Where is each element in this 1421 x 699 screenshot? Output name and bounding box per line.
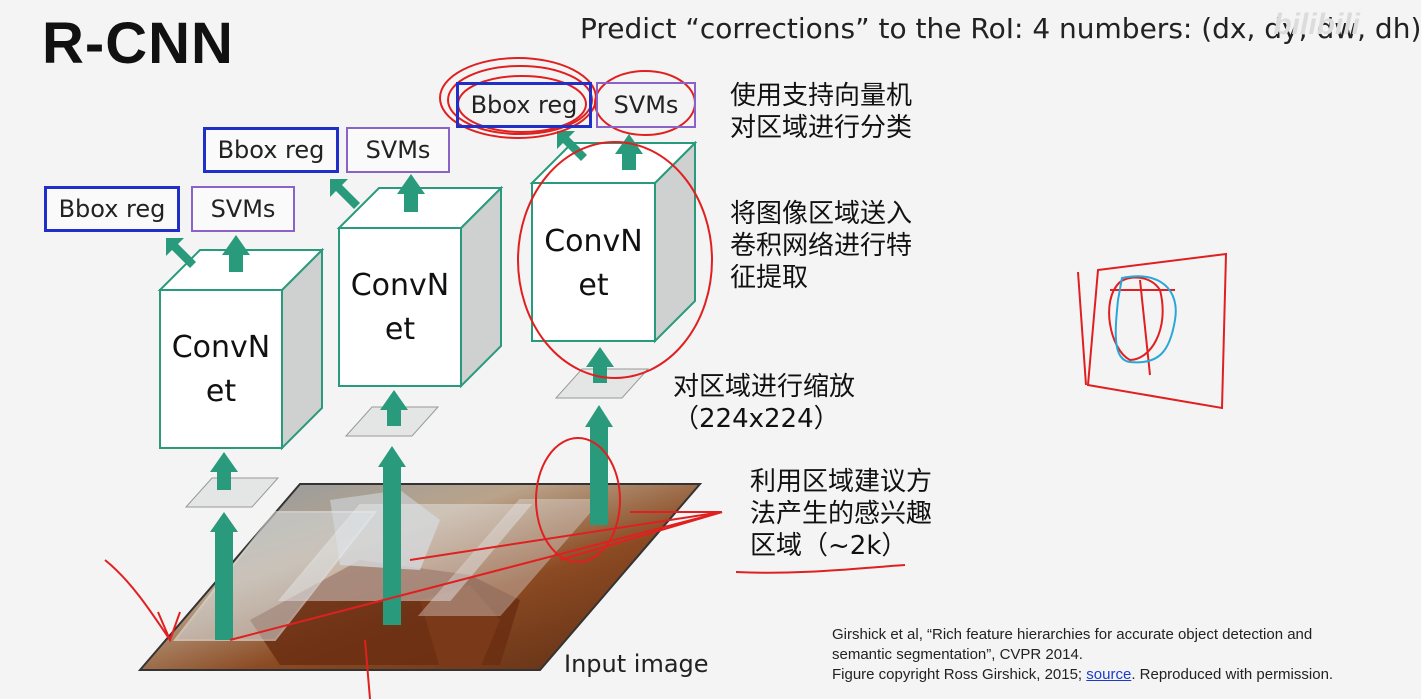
- bilibili-watermark: bilibili: [1273, 8, 1360, 41]
- svm-annotation: 使用支持向量机 对区域进行分类: [730, 80, 912, 144]
- bbox-reg-box-3: Bbox reg: [456, 82, 592, 128]
- warped-region-1: [184, 477, 280, 508]
- reference-line3-prefix: Figure copyright Ross Girshick, 2015;: [832, 666, 1087, 683]
- convnet-cube-2-front: [338, 227, 462, 387]
- convnet-label-1-line2: et: [205, 374, 237, 409]
- bbox-reg-box-1: Bbox reg: [44, 186, 180, 232]
- reference-line2: semantic segmentation”, CVPR 2014.: [832, 646, 1083, 663]
- proposal-annotation-line2: 法产生的感兴趣: [750, 499, 933, 529]
- convnet-label-2: ConvN et: [339, 264, 461, 352]
- svm-annotation-line1: 使用支持向量机: [730, 81, 913, 111]
- convnet-label-3: ConvN et: [532, 220, 655, 308]
- horse-head: [420, 585, 500, 668]
- convnet-cube-3-front: [531, 182, 656, 342]
- convnet-annotation-line2: 卷积网络进行特: [730, 231, 913, 261]
- predict-caption: Predict “corrections” to the RoI: 4 numb…: [580, 12, 1421, 45]
- convnet-label-3-line2: et: [578, 268, 609, 303]
- reference-line3-suffix: . Reproduced with permission.: [1131, 666, 1334, 683]
- proposal-annotation: 利用区域建议方 法产生的感兴趣 区域（~2k）: [750, 466, 932, 562]
- resize-annotation-line2: （224x224）: [673, 404, 840, 434]
- blue-ink-annotation: [1114, 275, 1177, 364]
- source-link[interactable]: source: [1086, 666, 1132, 683]
- warped-region-3: [554, 368, 650, 399]
- proposal-annotation-line3: 区域（~2k）: [750, 531, 908, 561]
- rcnn-diagram: [104, 57, 1228, 699]
- resize-annotation-line1: 对区域进行缩放: [673, 372, 856, 402]
- resize-annotation: 对区域进行缩放 （224x224）: [673, 371, 855, 435]
- convnet-label-3-line1: ConvN: [544, 224, 643, 259]
- svm-annotation-line2: 对区域进行分类: [730, 113, 913, 143]
- input-image-label: Input image: [564, 650, 709, 678]
- svm-box-3: SVMs: [596, 82, 696, 128]
- convnet-cube-1-front: [159, 289, 283, 449]
- page-title: R-CNN: [42, 11, 234, 76]
- convnet-annotation-line1: 将图像区域送入: [730, 199, 913, 229]
- convnet-label-1: ConvN et: [160, 326, 282, 414]
- convnet-label-2-line2: et: [384, 312, 416, 347]
- convnet-annotation-line3: 征提取: [730, 263, 809, 293]
- bbox-reg-box-2: Bbox reg: [203, 127, 339, 173]
- convnet-label-1-line1: ConvN: [171, 330, 271, 365]
- svm-box-2: SVMs: [346, 127, 450, 173]
- convnet-label-2-line1: ConvN: [350, 268, 450, 303]
- diagonal-arrows: [166, 131, 587, 272]
- reference-line3: Figure copyright Ross Girshick, 2015; so…: [832, 665, 1333, 685]
- proposal-annotation-line1: 利用区域建议方: [750, 467, 933, 497]
- reference-citation: Girshick et al, “Rich feature hierarchie…: [832, 625, 1333, 685]
- reference-line1: Girshick et al, “Rich feature hierarchie…: [832, 626, 1313, 643]
- convnet-annotation: 将图像区域送入 卷积网络进行特 征提取: [730, 198, 912, 294]
- svm-box-1: SVMs: [191, 186, 295, 232]
